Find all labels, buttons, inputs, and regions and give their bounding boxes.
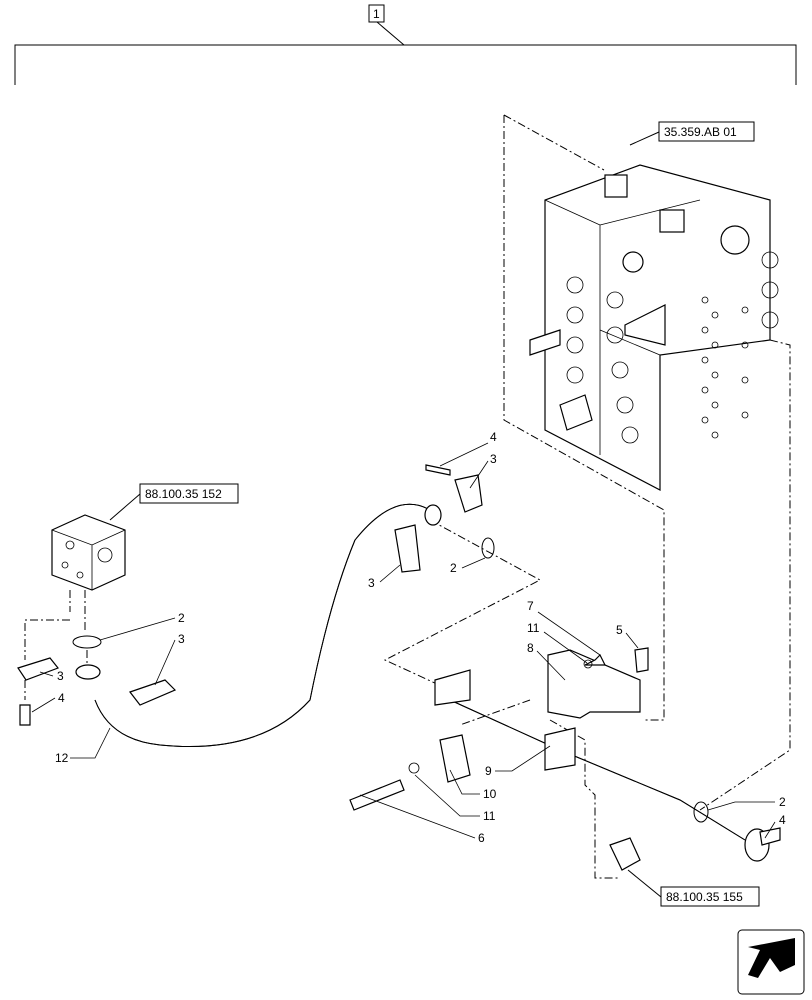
o-ring-right bbox=[693, 801, 709, 823]
support-bracket bbox=[547, 649, 641, 719]
clamp-half-10 bbox=[439, 734, 471, 783]
o-ring-left bbox=[72, 635, 102, 649]
callout-3-mid: 3 bbox=[368, 576, 375, 590]
assembly-leaders bbox=[24, 114, 791, 879]
callout-2-mid: 2 bbox=[450, 561, 457, 575]
assembly-number: 1 bbox=[373, 7, 380, 21]
clamp-half-left-2 bbox=[129, 679, 177, 706]
callout-5: 5 bbox=[616, 623, 623, 637]
callout-3-top: 3 bbox=[490, 452, 497, 466]
clamp-half-mid bbox=[394, 524, 421, 573]
ref-elbow[interactable]: 88.100.35 155 bbox=[660, 886, 760, 907]
svg-text:88.100.35 155: 88.100.35 155 bbox=[666, 890, 743, 904]
bolt-5 bbox=[634, 647, 649, 673]
callout-4-top: 4 bbox=[490, 430, 497, 444]
callout-3-left: 3 bbox=[57, 669, 64, 683]
callout-2-left: 2 bbox=[178, 611, 185, 625]
callout-10: 10 bbox=[483, 787, 497, 801]
washer-top bbox=[583, 659, 593, 669]
assembly-bracket bbox=[14, 4, 797, 85]
callout-2-right: 2 bbox=[779, 795, 786, 809]
washer-11 bbox=[408, 762, 420, 774]
callout-11-bottom: 11 bbox=[483, 809, 496, 823]
elbow-fitting bbox=[609, 837, 641, 871]
callout-leaders bbox=[31, 442, 776, 839]
ref-manifold[interactable]: 88.100.35 152 bbox=[139, 483, 239, 504]
callout-4-right: 4 bbox=[779, 813, 786, 827]
bolt-6 bbox=[349, 779, 405, 811]
callout-6: 6 bbox=[478, 831, 485, 845]
callout-11-top: 11 bbox=[527, 621, 540, 635]
control-valve-block bbox=[529, 164, 779, 491]
callout-4-left: 4 bbox=[58, 691, 65, 705]
clamp-half-left bbox=[17, 657, 59, 681]
next-page-arrow-icon[interactable] bbox=[737, 929, 805, 995]
svg-text:35.359.AB 01: 35.359.AB 01 bbox=[664, 125, 737, 139]
manifold-block bbox=[51, 514, 126, 591]
callout-12: 12 bbox=[55, 751, 69, 765]
callout-9: 9 bbox=[485, 764, 492, 778]
ref-valve-block[interactable]: 35.359.AB 01 bbox=[658, 121, 755, 142]
svg-text:88.100.35 152: 88.100.35 152 bbox=[145, 487, 222, 501]
callout-3-left-clamp: 3 bbox=[178, 632, 185, 646]
callout-8: 8 bbox=[527, 641, 534, 655]
clamp-half-top bbox=[454, 474, 483, 513]
o-ring-top bbox=[481, 537, 495, 559]
hose-assembly bbox=[75, 503, 442, 748]
screw-right bbox=[759, 827, 781, 846]
screw-top bbox=[425, 464, 451, 476]
callout-7: 7 bbox=[527, 599, 534, 613]
screw-left bbox=[19, 704, 31, 726]
